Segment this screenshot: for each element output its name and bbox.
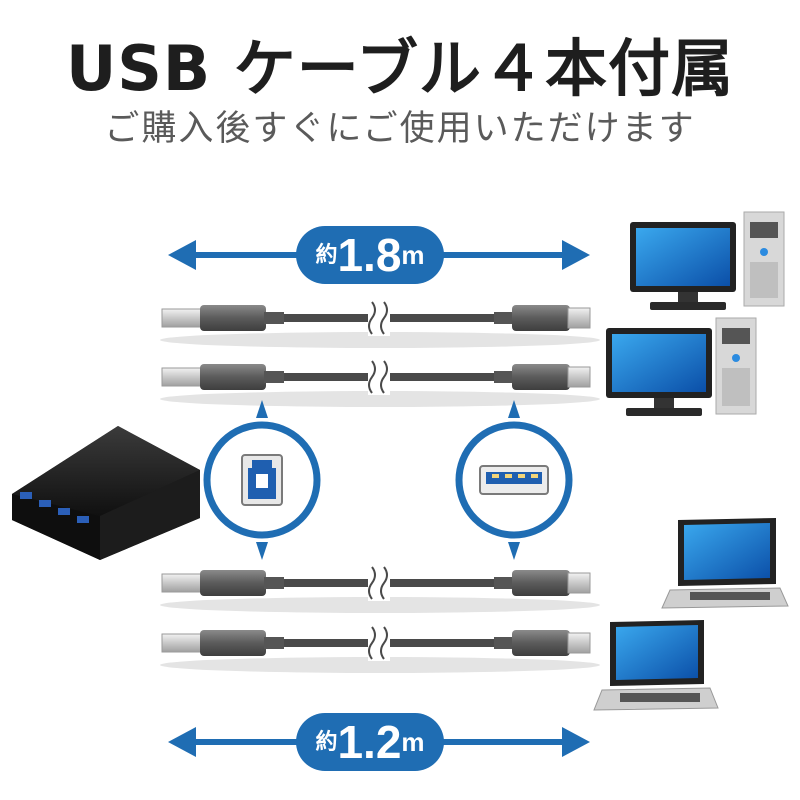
length-value: 1.2 bbox=[337, 716, 402, 768]
length-label-bottom: 約1.2m bbox=[296, 713, 444, 771]
length-prefix: 約 bbox=[315, 729, 338, 754]
page-title: USB ケーブル４本付属 bbox=[65, 32, 735, 105]
length-value: 1.8 bbox=[337, 229, 402, 281]
usb-cable-2 bbox=[160, 359, 600, 407]
usb-type-b-connector-icon bbox=[203, 400, 321, 560]
usb-hub-device bbox=[12, 426, 200, 560]
desktop-pc-icon-1 bbox=[630, 211, 785, 310]
page-subtitle: ご購入後すぐにご使用いただけます bbox=[104, 109, 696, 149]
usb-cable-3 bbox=[160, 565, 600, 613]
length-unit: m bbox=[401, 240, 425, 270]
length-prefix: 約 bbox=[315, 242, 338, 267]
length-label-top: 約1.8m bbox=[296, 226, 444, 284]
length-unit: m bbox=[401, 727, 425, 757]
laptop-icon-2 bbox=[593, 620, 719, 711]
usb-cable-4 bbox=[160, 625, 600, 673]
desktop-pc-icon-2 bbox=[606, 317, 757, 416]
laptop-icon-1 bbox=[661, 518, 789, 609]
usb-cable-1 bbox=[160, 300, 600, 348]
usb-type-a-connector-icon bbox=[455, 400, 573, 560]
